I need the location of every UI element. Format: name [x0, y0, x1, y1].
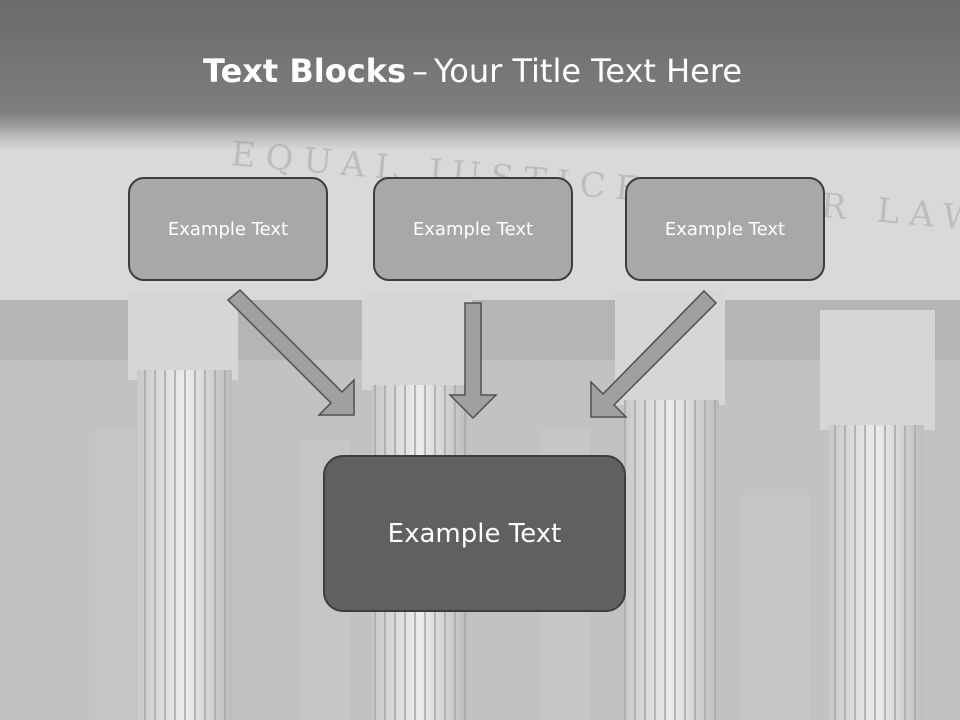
title-bold: Text Blocks	[202, 52, 406, 90]
box-bottom[interactable]: Example Text	[323, 455, 626, 612]
box-left[interactable]: Example Text	[128, 177, 328, 281]
arrow-left	[226, 288, 355, 416]
box-left-label: Example Text	[167, 218, 289, 240]
title-rest: Your Title Text Here	[433, 52, 742, 90]
title-separator: –	[411, 52, 428, 90]
box-bottom-label: Example Text	[387, 518, 562, 549]
box-right-label: Example Text	[664, 218, 786, 240]
box-middle-label: Example Text	[412, 218, 534, 240]
columns	[95, 290, 935, 720]
arrow-right	[590, 289, 718, 418]
arrow-middle	[448, 302, 498, 420]
box-middle[interactable]: Example Text	[373, 177, 573, 281]
box-right[interactable]: Example Text	[625, 177, 825, 281]
slide-title: Text Blocks–Your Title Text Here	[0, 52, 945, 90]
